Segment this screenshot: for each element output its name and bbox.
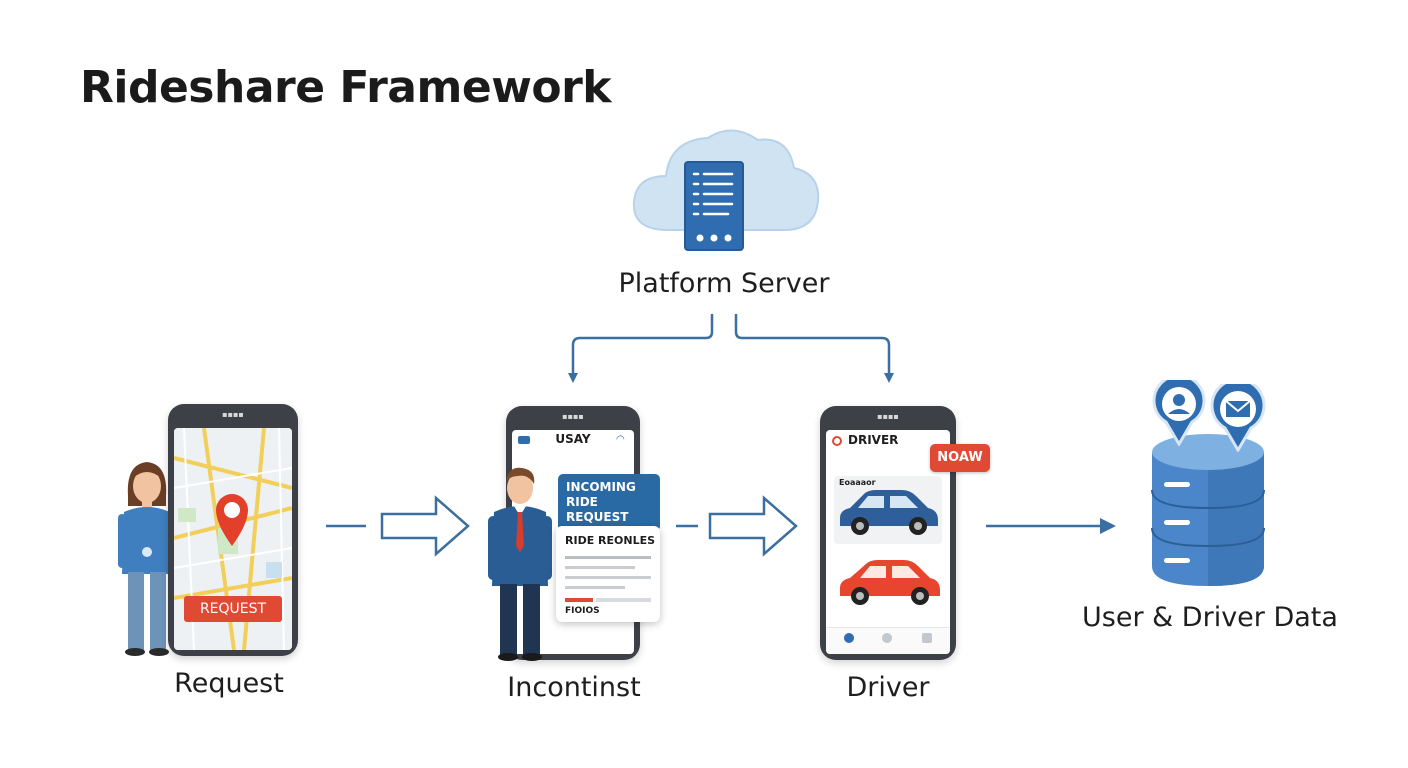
user-pin-icon <box>1152 374 1206 447</box>
driver-to-data-arrowhead <box>1100 518 1116 534</box>
blue-car-icon <box>836 488 940 536</box>
request-to-dispatch-arrow <box>380 495 470 557</box>
dispatcher-person-icon <box>488 466 552 662</box>
cloud-server-icon <box>628 118 822 258</box>
diagram-title: Rideshare Framework <box>80 62 612 113</box>
wifi-icon: ◠ <box>616 434 625 445</box>
phone-status-bar: ▪▪▪▪ <box>222 410 244 419</box>
nav-account-icon[interactable] <box>922 633 932 643</box>
stage-label-data: User & Driver Data <box>1082 602 1338 633</box>
phone-status-bar: ▪▪▪▪ <box>562 412 584 421</box>
card-text-line <box>565 566 635 569</box>
server-to-driver-arrow <box>734 314 894 383</box>
database-icon <box>1148 430 1268 590</box>
driver-header: DRIVER <box>848 433 899 447</box>
nav-home-icon[interactable] <box>844 633 854 643</box>
card-text-line <box>596 598 651 602</box>
card-text-line <box>565 556 651 559</box>
map-pin-icon <box>212 490 252 548</box>
driver-phone: ▪▪▪▪ DRIVER Eoaaaor <box>820 406 956 660</box>
incoming-ride-bubble: INCOMING RIDE REQUEST <box>558 474 660 531</box>
dispatch-app-title: USAY <box>555 432 591 446</box>
nav-activity-icon[interactable] <box>882 633 892 643</box>
new-request-badge[interactable]: NOAW <box>930 444 990 472</box>
stage-label-request: Request <box>174 668 284 699</box>
server-to-dispatch-arrow <box>568 314 714 383</box>
envelope-pin-icon <box>1210 378 1266 453</box>
home-icon <box>518 436 530 444</box>
driver-status-icon <box>832 436 842 446</box>
card-text-line <box>565 586 625 589</box>
ride-request-card-title: RIDE REONLES <box>565 534 656 547</box>
stage-label-driver: Driver <box>846 672 930 703</box>
red-car-icon <box>836 558 942 606</box>
ride-request-card[interactable]: RIDE REONLES FIOIOS <box>556 526 660 622</box>
phone-status-bar: ▪▪▪▪ <box>877 412 899 421</box>
driver-bottom-nav <box>826 627 950 654</box>
card-progress-bar <box>565 598 593 602</box>
stage-label-dispatch: Incontinst <box>507 672 641 703</box>
ride-request-card-footer: FIOIOS <box>565 606 600 616</box>
dispatch-to-driver-arrow <box>708 495 798 557</box>
platform-server-label: Platform Server <box>618 268 830 299</box>
request-button[interactable]: REQUEST <box>184 596 282 622</box>
driver-car-card-label: Eoaaaor <box>839 478 876 487</box>
rider-phone: ▪▪▪▪ REQUEST <box>168 404 298 656</box>
card-text-line <box>565 576 651 579</box>
